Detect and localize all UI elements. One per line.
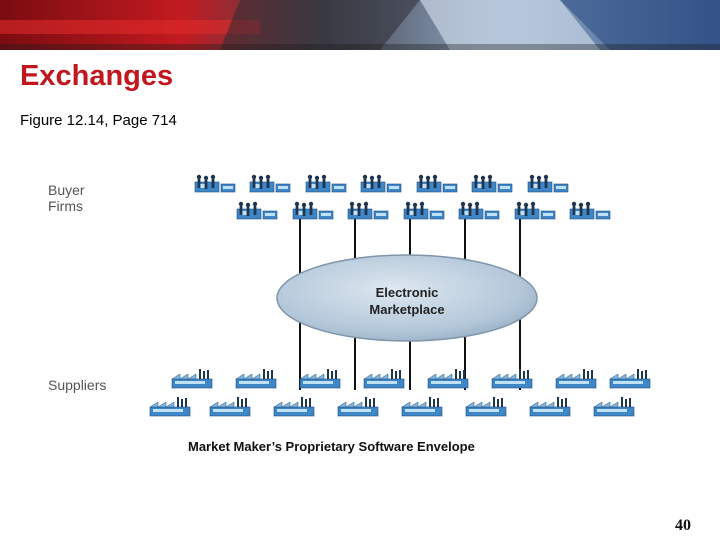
factory-icon xyxy=(556,369,596,388)
factory-icon xyxy=(466,397,506,416)
buyer-firms-group xyxy=(195,175,610,219)
people-group-icon xyxy=(404,202,444,219)
header-banner xyxy=(0,0,720,50)
factory-icon xyxy=(236,369,276,388)
buyer-firms-label: Buyer Firms xyxy=(48,182,85,214)
people-group-icon xyxy=(195,175,235,192)
factory-icon xyxy=(210,397,250,416)
factory-icon xyxy=(428,369,468,388)
people-group-icon xyxy=(293,202,333,219)
banner-graphic xyxy=(0,0,720,50)
people-group-icon xyxy=(348,202,388,219)
factory-icon xyxy=(274,397,314,416)
marketplace-label: Electronic Marketplace xyxy=(337,284,477,318)
suppliers-group xyxy=(150,369,650,416)
people-group-icon xyxy=(472,175,512,192)
factory-icon xyxy=(172,369,212,388)
factory-icon xyxy=(610,369,650,388)
factory-icon xyxy=(530,397,570,416)
factory-icon xyxy=(492,369,532,388)
factory-icon xyxy=(594,397,634,416)
envelope-caption: Market Maker’s Proprietary Software Enve… xyxy=(188,439,475,454)
people-group-icon xyxy=(361,175,401,192)
factory-icon xyxy=(338,397,378,416)
people-group-icon xyxy=(417,175,457,192)
page-number: 40 xyxy=(675,517,691,535)
factory-icon xyxy=(364,369,404,388)
people-group-icon xyxy=(459,202,499,219)
people-group-icon xyxy=(570,202,610,219)
people-group-icon xyxy=(237,202,277,219)
suppliers-label: Suppliers xyxy=(48,377,106,393)
factory-icon xyxy=(300,369,340,388)
figure-reference: Figure 12.14, Page 714 xyxy=(20,112,177,129)
people-group-icon xyxy=(515,202,555,219)
factory-icon xyxy=(150,397,190,416)
factory-icon xyxy=(402,397,442,416)
people-group-icon xyxy=(250,175,290,192)
people-group-icon xyxy=(306,175,346,192)
people-group-icon xyxy=(528,175,568,192)
slide-title: Exchanges xyxy=(20,60,173,93)
